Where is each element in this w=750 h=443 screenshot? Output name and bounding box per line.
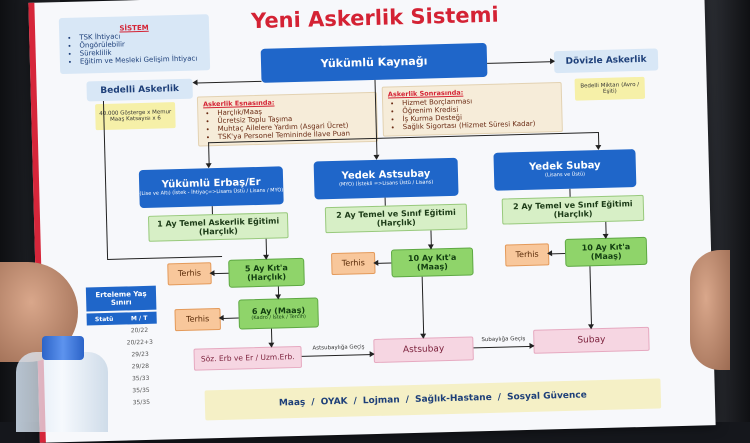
connector [377,262,392,264]
subay-node: Yedek Subay (Lisans ve Üstü) [493,149,637,191]
benefit-item: Sağlık-Hastane [414,392,492,405]
connector [421,276,425,338]
astsubay-result: Astsubay [373,336,474,364]
arrow-head [549,58,556,65]
separator: / [405,394,410,406]
astsubay-sub: (MYO) (İstekli =>Lisans Üstü / Lisans) [339,179,434,188]
dovizle-note: Bedelli Miktarı (Avro / Eşiti) [574,76,646,101]
connector [589,266,593,329]
erteleme-header: M / T [130,314,148,322]
subay-result: Subay [533,326,650,354]
connector [196,80,262,84]
poster-board: Yeni Askerlik Sistemi SİSTEM TSK İhtiyac… [28,0,716,443]
subay-terhis: Terhis [504,243,550,267]
table-cell: 29/23 [131,350,149,358]
subay-training: 2 Ay Temel ve Sınıf Eğitimi (Harçlık) [501,194,645,225]
astsubay-node: Yedek Astsubay (MYO) (İstekli =>Lisans Ü… [313,157,459,200]
arrow-head [275,294,282,300]
connector [384,197,386,206]
benefits-footer: Maaş / OYAK / Lojman / Sağlık-Hastane / … [204,378,662,421]
table-cell: 20/22+3 [126,338,153,346]
transition-to-subay-label: Subaylığa Geçiş [481,335,526,344]
sistem-item: Eğitim ve Mesleki Gelişim İhtiyacı [80,55,198,66]
separator: / [497,392,502,403]
arrow-head [192,79,198,86]
table-cell [87,325,122,338]
arrow-head [602,233,609,239]
benefit-item: OYAK [320,396,348,408]
astsubay-training: 2 Ay Temel ve Sınıf Eğitimi (Harçlık) [324,203,468,234]
erbas-terhis-2: Terhis [174,308,221,332]
erbas-kita: 5 Ay Kıt'a (Harçlık) [228,257,305,288]
erbas-sub: (Lise ve Altı) (İstek - İhtiyaç=>Lisans … [139,187,284,197]
separator: / [353,396,358,407]
erteleme-title: Erteleme Yaş Sınırı [85,285,157,312]
arrow-head [427,244,434,250]
sistem-list: TSK İhtiyacı Öngörülebilir Süreklilik Eğ… [65,30,197,66]
dovizle-node: Dövizle Askerlik [553,48,659,74]
source-node: Yükümlü Kaynağı [260,42,488,83]
connector [473,345,534,349]
sistem-box: SİSTEM TSK İhtiyacı Öngörülebilir Sürekl… [58,14,211,75]
arrow-head [268,342,275,348]
bottle-cap [42,336,84,360]
subay-kita: 10 Ay Kıt'a (Maaş) [564,236,648,267]
transition-to-astsubay-label: Astsubaylığa Geçiş [312,344,365,352]
bedelli-note: 40.000 Gösterge x Memur Maaş Katsayısı x… [95,102,176,131]
arrow-head [587,324,595,330]
water-bottle [16,352,108,432]
benefit-item: Maaş [278,397,306,409]
connector [569,188,571,197]
connector [211,206,213,215]
benefit-item: Sosyal Güvence [506,390,587,403]
table-cell: 35/35 [132,398,151,406]
arrow-head [547,250,553,257]
erbas-ext: 6 Ay (Maaş) (Kadro / İstek / Tercih) [238,297,319,330]
table-cell: 20/22 [130,326,149,334]
arrow-head [263,254,270,260]
erbas-result: Söz. Erb ve Er / Uzm.Erb. [193,345,303,371]
connector [487,61,555,64]
subay-sub: (Lisans ve Üstü) [544,171,586,179]
benefit-item: Lojman [362,395,400,407]
erteleme-header: Statü [94,315,114,323]
table-cell: 35/33 [131,374,150,382]
table-cell [87,337,122,350]
connector [213,272,229,275]
astsubay-kita: 10 Ay Kıt'a (Maaş) [390,247,474,278]
erbas-ext-sub: (Kadro / İstek / Tercih) [251,313,307,321]
arrow-head [209,270,215,277]
connector [222,317,239,319]
poster-title: Yeni Askerlik Sistemi [250,2,499,34]
connector [107,255,223,260]
sonrasinda-list: Hizmet Borçlanması Öğrenim Kredisi İş Ku… [388,95,536,131]
arrow-head [373,259,379,266]
connector [551,252,566,255]
sonrasinda-box: Askerlik Sonrasında: Hizmet Borçlanması … [381,81,563,137]
right-hand [690,250,730,370]
erbas-terhis-1: Terhis [167,262,212,286]
erbas-node: Yükümlü Erbaş/Er (Lise ve Altı) (İstek -… [138,166,284,209]
connector [301,354,374,357]
esnasinda-list: Harçlık/Maaş Ücretsiz Toplu Taşıma Muhta… [203,105,350,141]
arrow-head [420,333,427,339]
bedelli-node: Bedelli Askerlik [86,78,193,102]
table-cell: 35/35 [132,386,150,394]
arrow-head [218,314,224,322]
erbas-training: 1 Ay Temel Askerlik Eğitimi (Harçlık) [147,212,289,242]
astsubay-terhis: Terhis [331,251,376,276]
separator: / [311,397,315,408]
table-cell: 29/28 [131,362,150,370]
